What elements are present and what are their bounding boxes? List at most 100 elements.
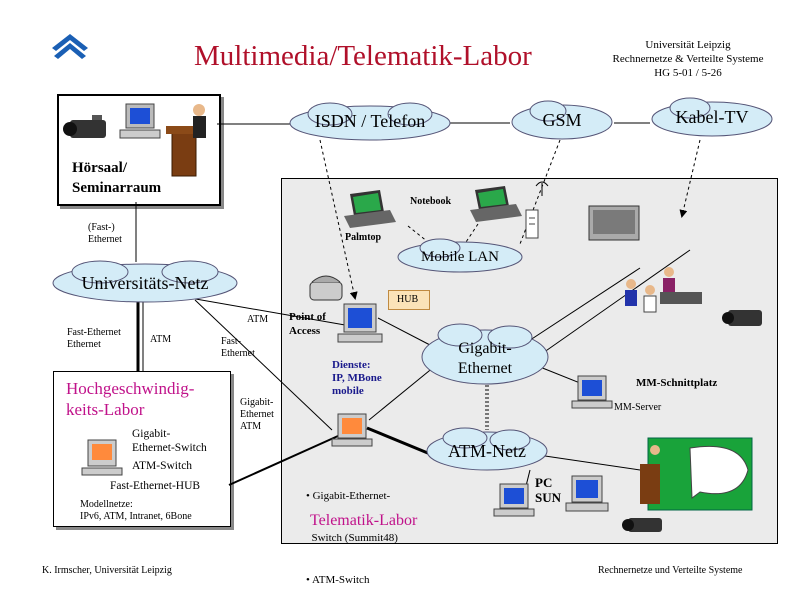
wireless-kabeltv-tv — [679, 139, 701, 218]
link-uninet-poa — [189, 297, 346, 326]
link-label-fast-ethernet-left: Fast-Ethernet Ethernet — [67, 327, 121, 351]
computer-icon — [119, 103, 161, 139]
cloud-gigabit — [421, 323, 549, 385]
notebook-label: Notebook — [410, 196, 452, 207]
link-atm-stage — [544, 455, 641, 471]
institution-line: Universität Leipzig — [645, 39, 731, 51]
gigabit-label-line: Ethernet — [457, 360, 513, 377]
hs-labor-hub: Fast-Ethernet-HUB — [110, 480, 201, 492]
link-label-line: ATM — [240, 421, 262, 432]
poa-label-line: Point of — [289, 311, 326, 323]
hoersaal-label: Hörsaal/ Seminarraum — [72, 158, 161, 198]
link-label-atm-left: ATM — [150, 334, 172, 345]
hs-labor-models-line: IPv6, ATM, Intranet, 6Bone — [80, 511, 192, 522]
footer-right: Rechnernetze und Verteilte Systeme — [598, 565, 743, 576]
hs-labor-switch1: Gigabit- Ethernet-Switch — [132, 427, 207, 455]
hs-labor-switch1-line: Ethernet-Switch — [132, 442, 207, 454]
computer-icon — [565, 475, 609, 512]
link-label-line: Ethernet — [240, 409, 274, 420]
dienste-label-line: mobile — [332, 385, 364, 397]
hoersaal-label-line: Seminarraum — [72, 180, 162, 196]
dienste-label-line: Dienste: — [332, 359, 371, 371]
link-label-line: Gigabit- — [240, 397, 274, 408]
hs-labor-switch1-line: Gigabit- — [132, 428, 171, 440]
link-label-line: (Fast-) — [88, 222, 115, 233]
antenna-icon — [535, 181, 549, 196]
camcorder-icon — [63, 115, 106, 138]
pc-sun-label: PC SUN — [535, 475, 561, 505]
kabeltv-label: Kabel-TV — [675, 107, 749, 127]
computer-icon — [81, 439, 123, 476]
hs-labor-switch2: ATM-Switch — [132, 460, 193, 472]
link-gigabit-mm2 — [539, 249, 691, 356]
palmtop-icon — [525, 209, 539, 239]
phone-icon — [309, 275, 343, 301]
dienste-label-line: IP, MBone — [332, 372, 382, 384]
hs-labor-title: Hochgeschwindig- keits-Labor — [66, 378, 194, 420]
computer-icon — [571, 375, 613, 409]
link-label-line: Fast-Ethernet — [67, 327, 121, 338]
link-label-fast-ethernet-mid: Fast- Ethernet — [221, 336, 255, 360]
gigabit-label: Gigabit- Ethernet — [425, 339, 545, 379]
hs-labor-models: Modellnetze: IPv6, ATM, Intranet, 6Bone — [80, 499, 192, 523]
computer-icon — [331, 413, 373, 447]
atm-label: ATM-Netz — [448, 441, 526, 461]
institution-line: HG 5-01 / 5-26 — [654, 67, 722, 79]
link-uninet-switch — [194, 299, 333, 431]
hub-label: HUB — [397, 294, 419, 305]
cloud-atm — [426, 427, 548, 471]
tv-icon — [588, 205, 640, 241]
institution-block: Universität Leipzig Rechnernetze & Verte… — [592, 38, 784, 80]
hub-box — [388, 290, 430, 310]
link-label-atm-mid: ATM — [247, 314, 269, 325]
isdn-label: ISDN / Telefon — [314, 111, 426, 131]
poa-label-line: Access — [289, 325, 321, 337]
hoersaal-label-line: Hörsaal/ — [72, 160, 127, 176]
link-label-gigabit-atm: Gigabit- Ethernet ATM — [240, 397, 274, 433]
footer-left: K. Irmscher, Universität Leipzig — [42, 565, 172, 576]
telematik-lab-label: Telematik-Labor — [310, 512, 418, 529]
wireless-isdn-poa — [319, 139, 358, 300]
camcorder-icon — [622, 518, 662, 532]
computer-icon — [493, 483, 535, 517]
pc-sun-label-line: SUN — [535, 490, 562, 505]
link-label-line: Ethernet — [221, 348, 255, 359]
link-gigabit-mm — [517, 267, 641, 349]
gigabit-label-line: Gigabit- — [458, 340, 512, 357]
link-poa-gigabit — [377, 317, 431, 346]
computer-icon — [337, 303, 383, 343]
logo-icon — [52, 34, 88, 59]
hs-labor-models-line: Modellnetze: — [80, 499, 133, 510]
link-label-line: Ethernet — [88, 234, 122, 245]
switch-list: • Gigabit-Ethernet- Switch (Summit48) • … — [306, 461, 398, 601]
screen-icon — [640, 437, 753, 511]
people-icon — [625, 267, 702, 313]
hs-labor-title-line: keits-Labor — [66, 400, 145, 419]
page-title: Multimedia/Telematik-Labor — [194, 40, 532, 72]
link-label-line: Ethernet — [67, 339, 101, 350]
laptop-icon — [344, 190, 396, 228]
camcorder-icon — [722, 310, 762, 326]
cloud-isdn — [289, 102, 451, 141]
link-label-fast-ethernet: (Fast-) Ethernet — [88, 222, 122, 246]
link-label-line: Fast- — [221, 336, 241, 347]
poa-label: Point of Access — [289, 310, 326, 338]
palmtop-label: Palmtop — [345, 232, 382, 243]
switch-list-line: • Gigabit-Ethernet- — [306, 490, 391, 502]
dienste-label: Dienste: IP, MBone mobile — [332, 359, 382, 398]
cloud-gsm — [511, 100, 613, 140]
link-switch-gigabit — [368, 361, 441, 421]
mobile-lan-label: Mobile LAN — [421, 249, 499, 265]
institution-line: Rechnernetze & Verteilte Systeme — [612, 53, 764, 65]
cloud-kabeltv — [651, 97, 773, 137]
switch-list-line: Switch (Summit48) — [306, 532, 398, 544]
hs-labor-box — [53, 371, 231, 527]
gsm-label: GSM — [542, 110, 582, 130]
link-hslabor-switch — [228, 435, 339, 486]
mm-server-label: MM-Server — [614, 402, 662, 413]
cloud-uninet — [52, 260, 238, 303]
laptop-icon — [470, 186, 522, 222]
mm-cut-label: MM-Schnittplatz — [636, 377, 718, 389]
presenter-icon — [166, 104, 206, 177]
